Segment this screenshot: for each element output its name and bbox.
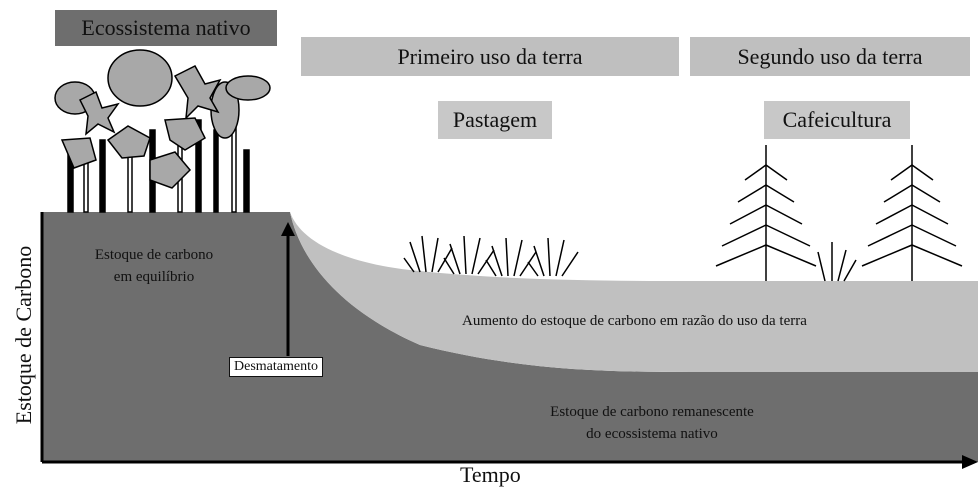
arrow-up-icon [281,222,295,236]
deforestation-label: Desmatamento [229,357,323,377]
coffee-plant-icon [715,145,963,281]
native-ecosystem-header: Ecossistema nativo [55,10,277,46]
arrow-right-icon [962,455,978,469]
remaining-stock-label: Estoque de carbono remanescente do ecoss… [532,401,772,445]
y-axis-label: Estoque de Carbono [11,245,36,425]
equilibrium-stock-label: Estoque de carbono em equilíbrio [74,244,234,288]
first-land-use-header: Primeiro uso da terra [301,37,679,76]
land-use-increase-area [290,212,978,372]
x-axis-label: Tempo [460,462,521,487]
remaining-stock-line2: do ecossistema nativo [586,426,718,442]
equilibrium-stock-line2: em equilíbrio [113,269,195,285]
equilibrium-stock-line1: Estoque de carbono [94,247,214,263]
second-land-use-header: Segundo uso da terra [690,37,970,76]
pasture-grass-icon [403,235,857,282]
land-use-increase-label: Aumento do estoque de carbono em razão d… [462,313,807,329]
remaining-stock-line1: Estoque de carbono remanescente [550,404,754,420]
pasture-label: Pastagem [438,101,552,139]
coffee-label: Cafeicultura [764,101,910,139]
native-forest-icon [54,49,271,213]
native-carbon-stock-area [42,212,978,462]
